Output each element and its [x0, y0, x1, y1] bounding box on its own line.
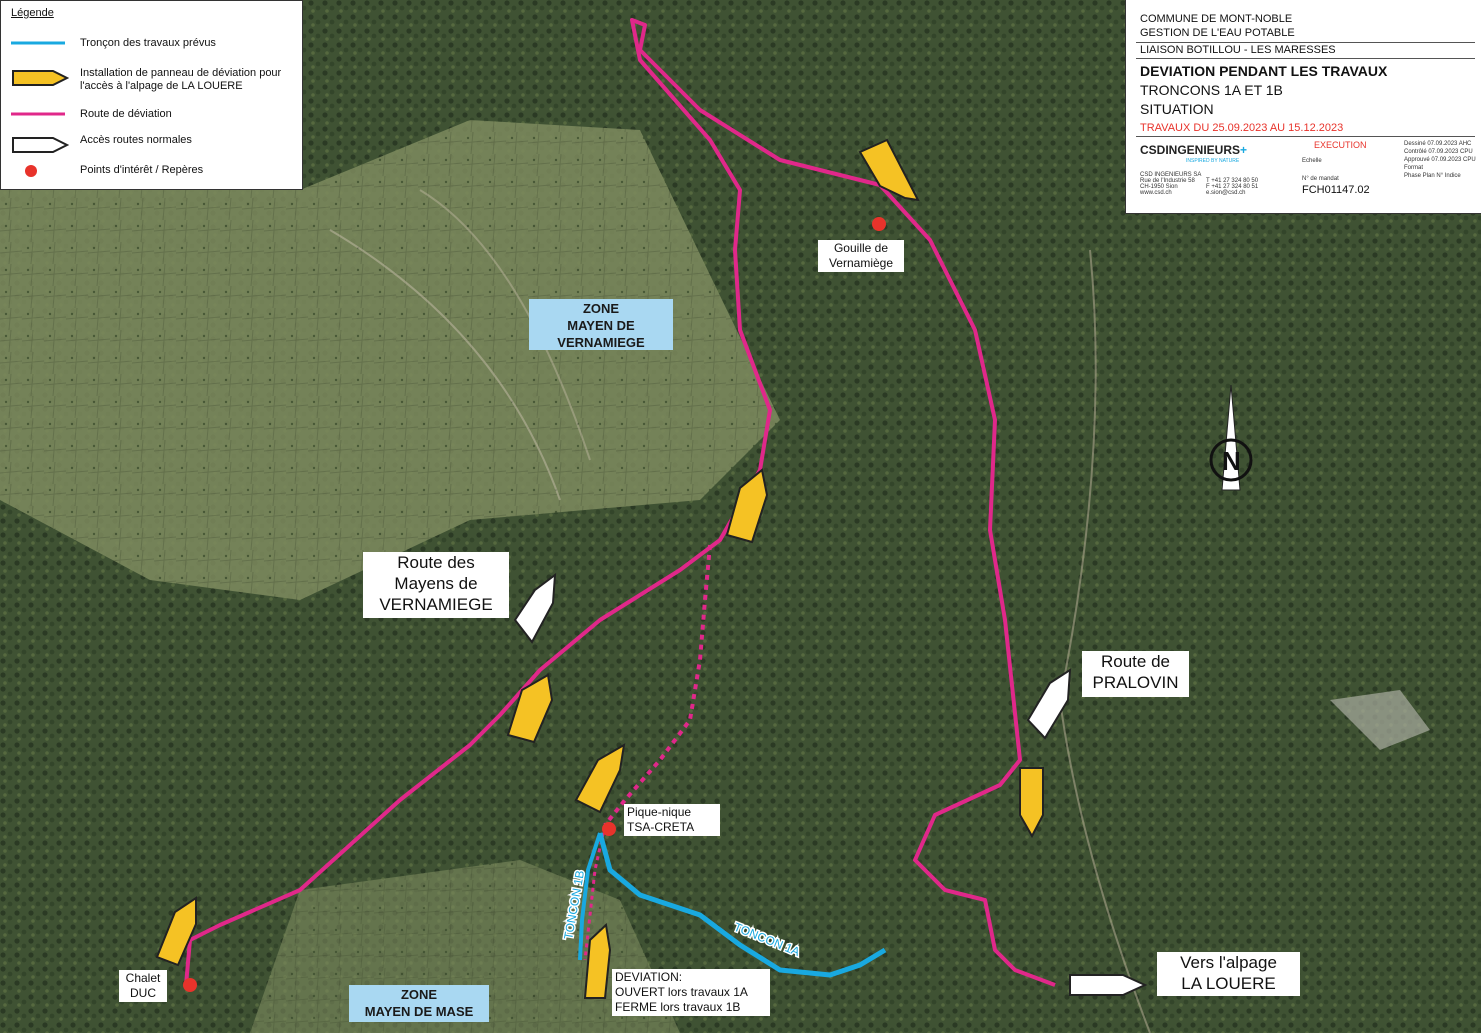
meta-left-2: N° de mandat — [1302, 176, 1339, 182]
deviation-sign-icon — [858, 138, 920, 202]
legend-label: Route de déviation — [80, 108, 172, 120]
north-arrow-icon — [1209, 384, 1253, 491]
legend-row: Points d'intérêt / Repères — [1, 164, 304, 190]
plan-situation: SITUATION — [1140, 101, 1214, 117]
legend-label: Tronçon des travaux prévus — [80, 37, 216, 49]
north-label: N — [1222, 446, 1241, 476]
legend-label: Installation de panneau de déviation pou… — [80, 67, 282, 92]
company-tagline: INSPIRED BY NATURE — [1186, 158, 1240, 164]
work-section-1b — [578, 832, 602, 961]
plan-troncons: TRONCONS 1A ET 1B — [1140, 82, 1283, 98]
legend-row: Route de déviation — [1, 108, 304, 134]
plan-heading: DEVIATION PENDANT LES TRAVAUX — [1140, 63, 1388, 79]
legend-row: Accès routes normales — [1, 134, 304, 160]
mandate-number: FCH01147.02 — [1302, 184, 1370, 196]
deviation-sign-icon — [1019, 767, 1044, 839]
normal-access-sign-icon — [513, 572, 557, 644]
title-block: COMMUNE DE MONT-NOBLE GESTION DE L'EAU P… — [1125, 0, 1481, 214]
cyan-line-icon — [11, 41, 65, 45]
legend-label: Points d'intérêt / Repères — [80, 164, 204, 176]
commune-name: COMMUNE DE MONT-NOBLE — [1140, 13, 1293, 25]
deviation-sign-icon — [583, 922, 612, 999]
deviation-sign-icon — [506, 673, 554, 744]
liaison-name: LIAISON BOTILLOU - LES MARESSES — [1140, 44, 1336, 56]
deviation-route-1b — [583, 824, 607, 961]
legend-row: Tronçon des travaux prévus — [1, 37, 304, 63]
legend-row: Installation de panneau de déviation pou… — [1, 67, 304, 93]
normal-access-sign-icon — [1069, 974, 1148, 996]
work-section-1a — [597, 832, 887, 978]
deviation-sign-icon — [155, 896, 197, 967]
deviation-sign-icon — [725, 468, 769, 544]
legend-label: Accès routes normales — [80, 134, 192, 146]
poi-marker-pique-nique — [602, 822, 616, 836]
yellow-arrow-icon — [12, 70, 69, 86]
red-dot-icon — [25, 165, 37, 177]
company-logo: CSDINGENIEURS+ — [1140, 143, 1248, 157]
meta-left: Echelle — [1302, 158, 1322, 164]
deviation-route-main — [184, 18, 1056, 987]
deviation-sign-icon — [574, 743, 626, 814]
poi-marker-chalet — [183, 978, 197, 992]
legend-title: Légende — [11, 7, 54, 19]
status-execution: EXECUTION — [1314, 140, 1367, 150]
white-arrow-icon — [12, 137, 69, 153]
service-name: GESTION DE L'EAU POTABLE — [1140, 27, 1295, 39]
magenta-line-icon — [11, 112, 65, 116]
poi-marker-gouille — [872, 217, 886, 231]
work-dates: TRAVAUX DU 25.09.2023 AU 15.12.2023 — [1140, 122, 1344, 134]
legend-panel: Légende Tronçon des travaux prévus Insta… — [0, 0, 303, 190]
normal-access-sign-icon — [1026, 668, 1072, 740]
